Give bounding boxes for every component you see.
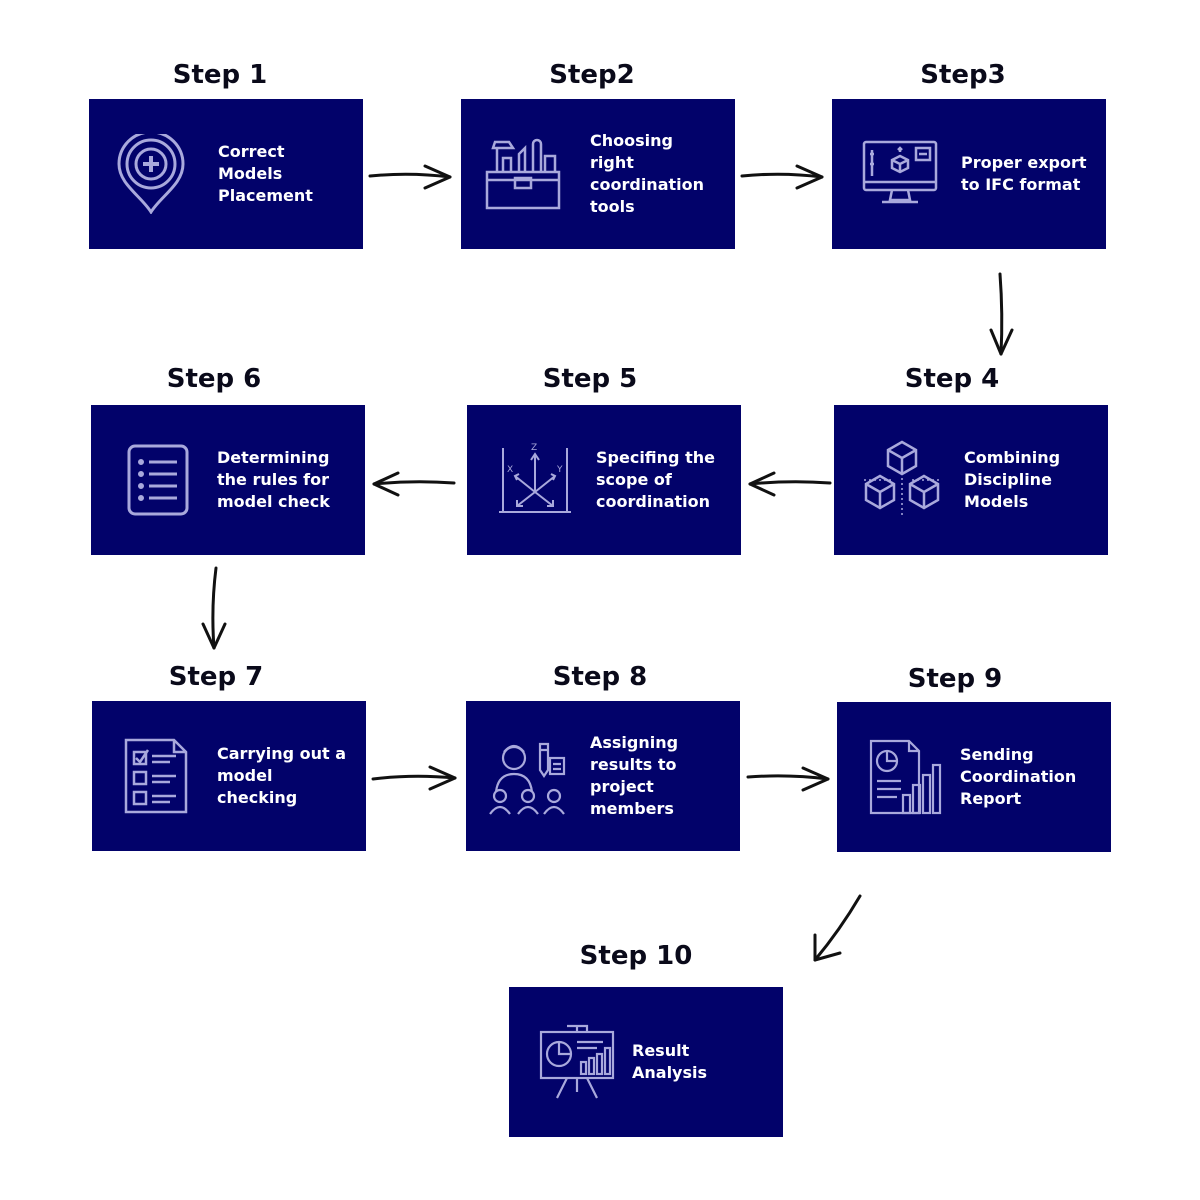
step-3-label: Proper export to IFC format [961, 153, 1087, 194]
arrow-step8-to-step9 [746, 766, 830, 792]
step-7-label: Carrying out a model checking [217, 744, 347, 807]
step-5-card[interactable]: Z X Y Specifing the scope of coordinatio… [467, 405, 741, 555]
step-9-title: Step 9 [907, 664, 1003, 694]
svg-text:Y: Y [556, 465, 563, 475]
step-7-title: Step 7 [168, 662, 264, 692]
arrow-step4-to-step5 [748, 471, 832, 497]
arrow-step9-to-step10 [813, 894, 862, 962]
location-pin-plus-icon [111, 134, 191, 214]
step-8-card[interactable]: Assigning results to project members [466, 701, 740, 851]
arrow-step5-to-step6 [372, 471, 456, 497]
step-8-title: Step 8 [552, 662, 648, 692]
step-6-card[interactable]: Determining the rules for model check [91, 405, 365, 555]
step-9-card[interactable]: Sending Coordination Report [837, 702, 1111, 852]
step-10-label: Result Analysis [632, 1041, 708, 1082]
monitor-3d-model-icon [860, 134, 940, 214]
step-2-title: Step2 [549, 60, 635, 90]
step-3-card[interactable]: Proper export to IFC format [832, 99, 1106, 249]
step-4-card[interactable]: Combining Discipline Models [834, 405, 1108, 555]
arrow-step3-to-step4 [989, 272, 1014, 356]
arrow-step7-to-step8 [371, 765, 457, 791]
step-2-label: Choosing right coordination tools [590, 131, 704, 216]
step-2-card[interactable]: Choosing right coordination tools [461, 99, 735, 249]
step-3-title: Step3 [920, 60, 1006, 90]
step-9-label: Sending Coordination Report [960, 745, 1077, 808]
report-chart-icon [863, 737, 943, 817]
step-10-title: Step 10 [579, 941, 693, 971]
svg-text:X: X [507, 465, 513, 475]
step-1-label: Correct Models Placement [218, 142, 313, 205]
step-4-title: Step 4 [904, 364, 1000, 394]
step-5-title: Step 5 [542, 364, 638, 394]
arrow-step2-to-step3 [740, 164, 824, 190]
arrow-step6-to-step7 [201, 566, 227, 650]
checklist-icon [118, 736, 198, 816]
step-1-card[interactable]: Correct Models Placement [89, 99, 363, 249]
step-7-card[interactable]: Carrying out a model checking [92, 701, 366, 851]
presentation-board-icon [537, 1022, 617, 1102]
team-meeting-icon [488, 736, 568, 816]
step-6-title: Step 6 [166, 364, 262, 394]
step-1-title: Step 1 [172, 60, 268, 90]
arrow-step1-to-step2 [368, 164, 452, 190]
toolbox-icon [483, 134, 563, 214]
step-8-label: Assigning results to project members [590, 733, 679, 818]
list-document-icon [119, 440, 199, 520]
step-4-label: Combining Discipline Models [964, 448, 1061, 511]
xyz-axes-icon: Z X Y [495, 440, 575, 520]
step-5-label: Specifing the scope of coordination [596, 448, 715, 511]
step-10-card[interactable]: Result Analysis [509, 987, 783, 1137]
cubes-icon [862, 440, 942, 520]
step-6-label: Determining the rules for model check [217, 448, 330, 511]
svg-text:Z: Z [531, 443, 537, 453]
